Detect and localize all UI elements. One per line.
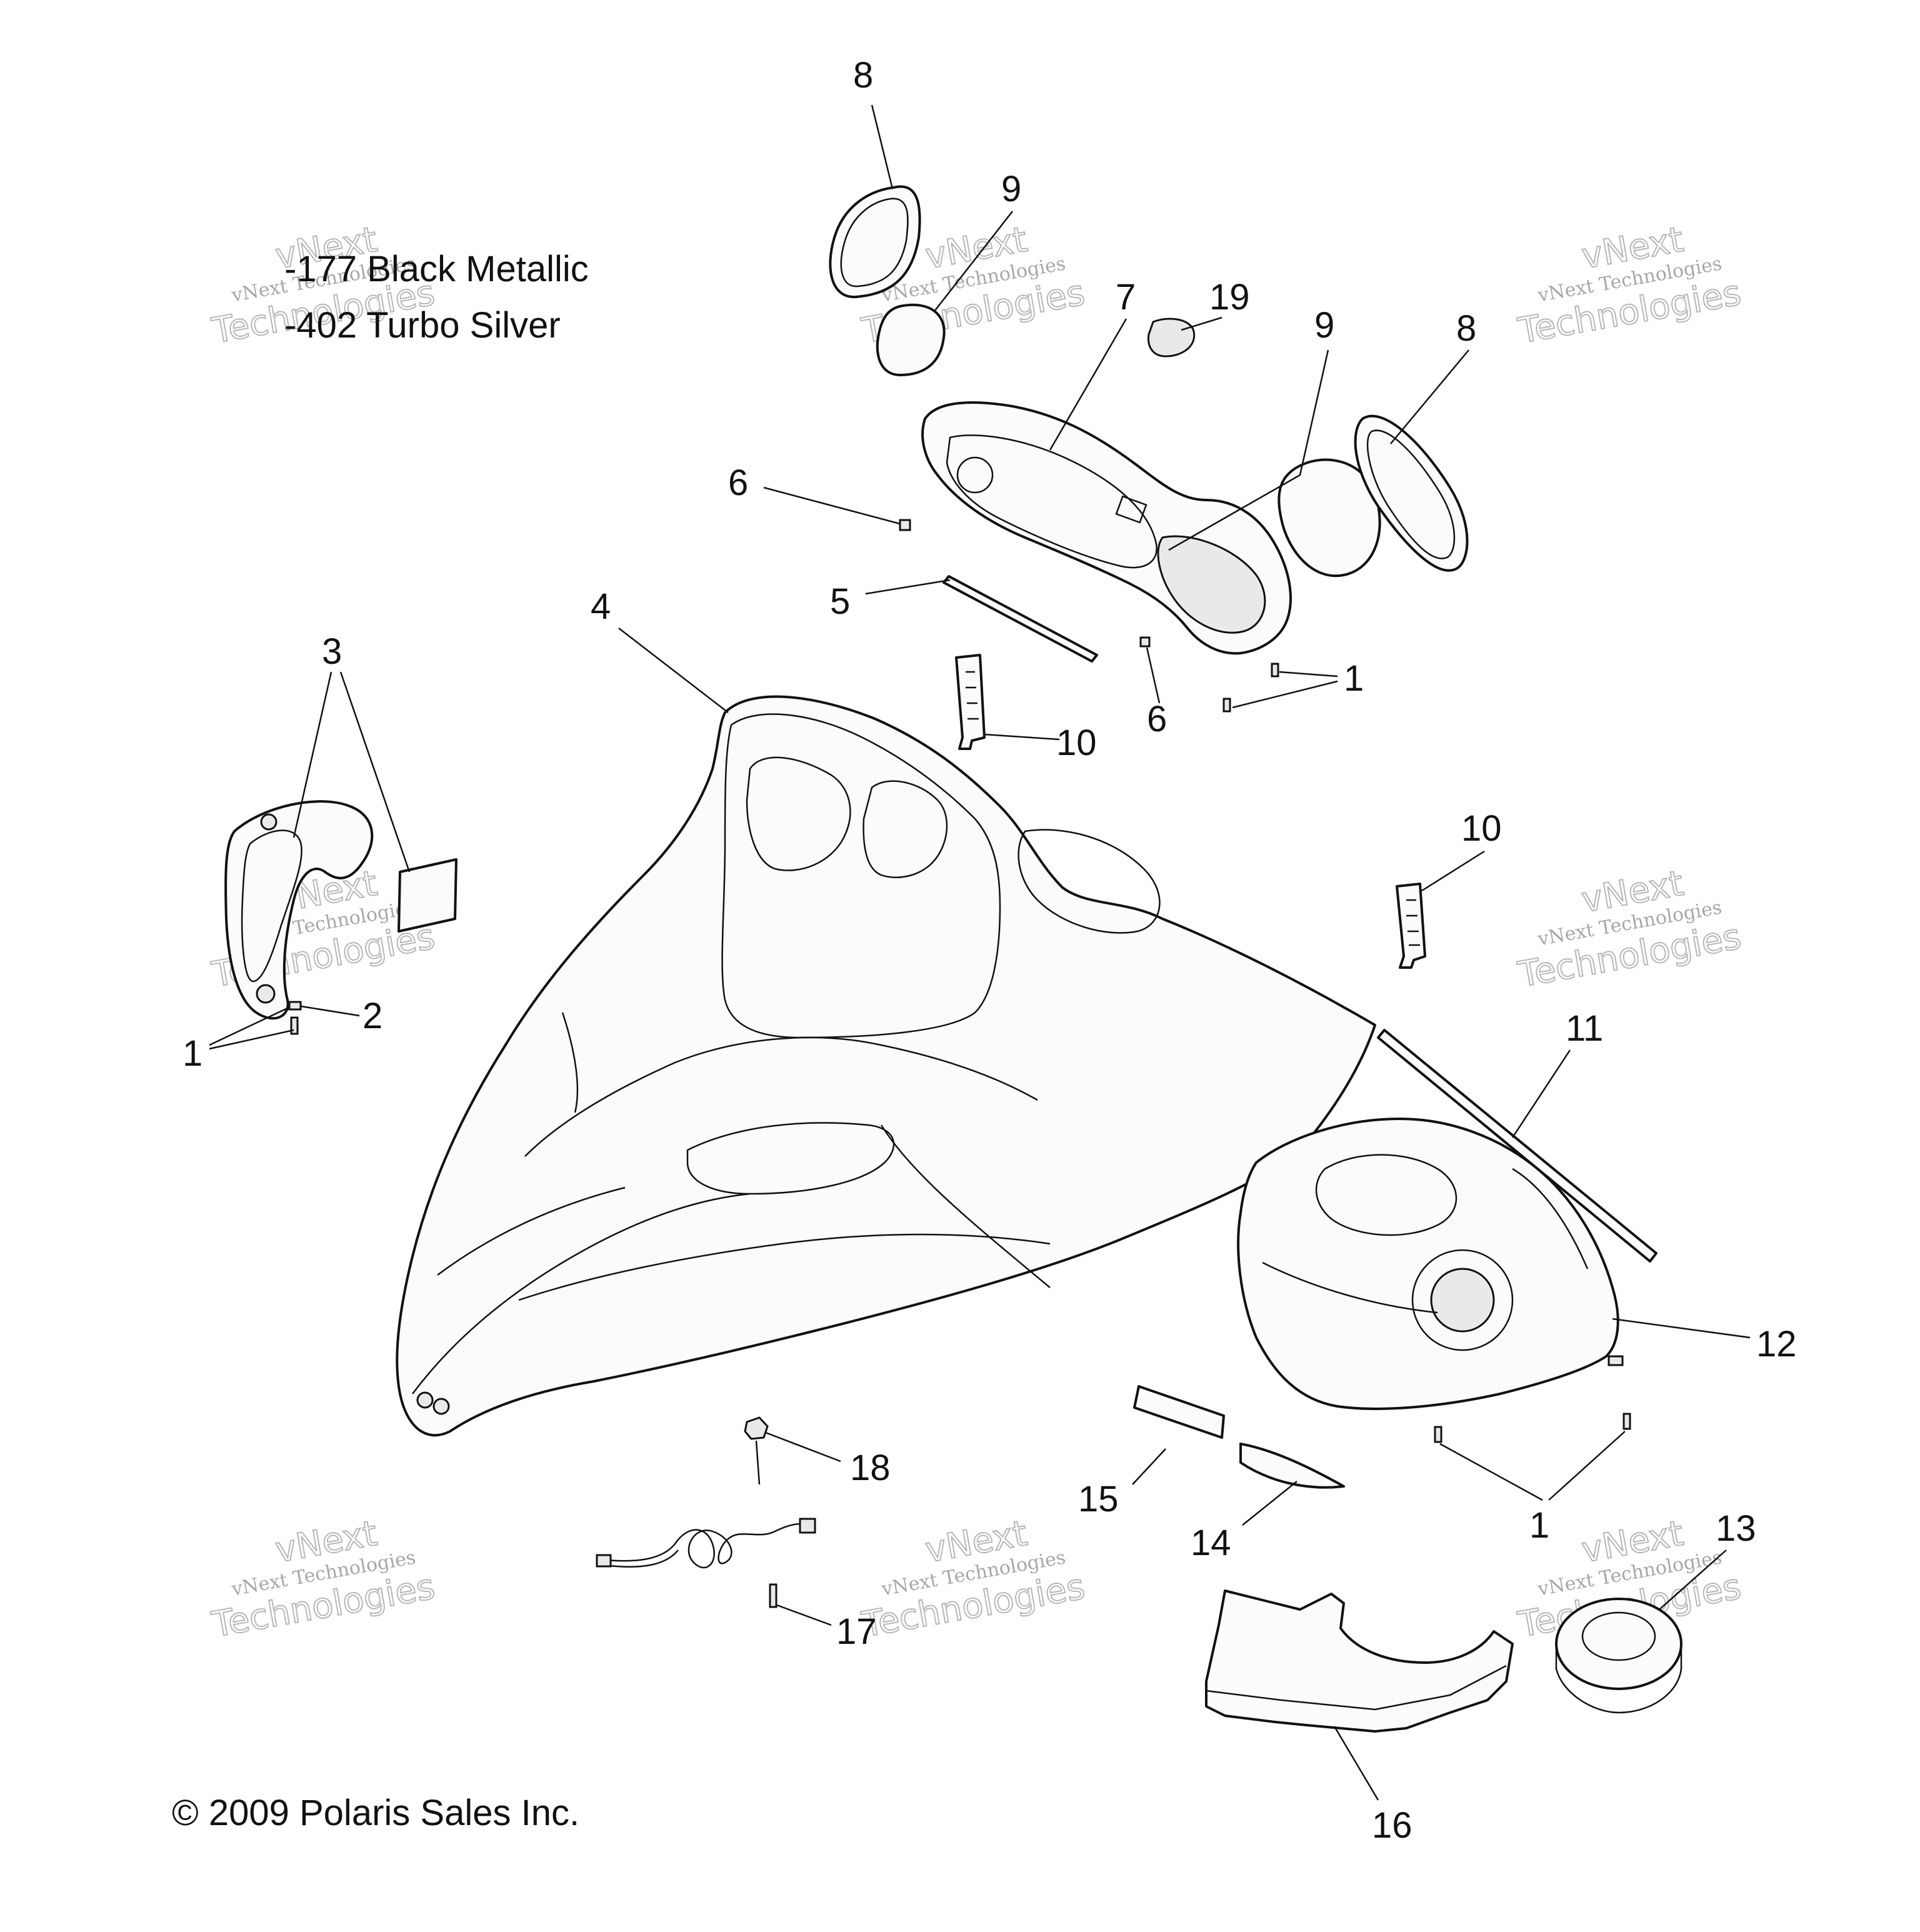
leader-16 [1333, 1726, 1379, 1801]
part-6-screw-upper [899, 519, 911, 531]
copyright: © 2009 Polaris Sales Inc. [172, 1793, 579, 1833]
callout-6-upper: 6 [728, 463, 748, 503]
part-4-hood [396, 695, 1376, 1437]
leader-lines [209, 104, 1751, 1801]
leader-3-b [339, 671, 411, 873]
callout-16: 16 [1372, 1805, 1412, 1846]
leader-9-left [934, 211, 1013, 312]
leader-1-left-b [209, 1029, 294, 1050]
callout-8-right: 8 [1456, 308, 1476, 349]
callout-14: 14 [1191, 1523, 1231, 1563]
part-13-seal [1555, 1598, 1682, 1714]
leader-18 [765, 1431, 841, 1463]
part-3-mirror [224, 800, 374, 1020]
callout-18: 18 [850, 1448, 891, 1488]
leader-12 [1612, 1318, 1751, 1339]
part-18-wire-harness [596, 1518, 816, 1569]
leader-1-gauge-a [1279, 671, 1338, 678]
part-1-fastener-console-b [1622, 1413, 1631, 1430]
callout-6-lower: 6 [1147, 699, 1167, 739]
part-10-clip-upper [955, 654, 986, 750]
part-1-fastener-b [1222, 698, 1231, 713]
callout-19: 19 [1209, 277, 1250, 318]
part-3-decal [398, 858, 458, 933]
callout-3: 3 [322, 631, 342, 672]
callout-2: 2 [362, 996, 382, 1036]
callout-9-right: 9 [1314, 305, 1334, 346]
part-5-trim-strip [942, 575, 1098, 663]
callout-1-console: 1 [1529, 1505, 1549, 1546]
watermark-2: vNext vNext Technologies Technologies [858, 219, 1089, 353]
leader-1-gauge-b [1232, 680, 1338, 709]
callout-5: 5 [830, 581, 850, 622]
watermark-7: vNext vNext Technologies Technologies [208, 1513, 439, 1646]
part-8-bezel-right [1354, 414, 1469, 572]
part-7-gauge-pod [921, 401, 1292, 655]
callout-8-left: 8 [853, 55, 873, 96]
watermark-3: vNext vNext Technologies Technologies [1514, 219, 1745, 353]
part-17-screw [769, 1583, 778, 1608]
callout-11: 11 [1566, 1008, 1603, 1049]
callout-1-gauge: 1 [1344, 658, 1364, 699]
leader-9-right [1168, 349, 1329, 551]
leader-13 [1659, 1549, 1727, 1610]
part-9-lens-left [876, 303, 946, 376]
leader-19 [1181, 316, 1222, 331]
leader-17 [776, 1604, 832, 1626]
part-6-screw-lower [1139, 636, 1151, 648]
leader-11 [1511, 1049, 1571, 1138]
leader-10-upper [984, 733, 1060, 741]
callout-4: 4 [591, 586, 611, 627]
leader-7 [1049, 318, 1128, 451]
part-16-pad [1205, 1589, 1514, 1733]
callout-7: 7 [1116, 277, 1136, 318]
callout-10-upper: 10 [1056, 723, 1097, 763]
part-8-bezel-left [829, 185, 921, 299]
part-9-lens-right [1278, 458, 1381, 578]
part-1-fastener-console-a [1434, 1426, 1442, 1443]
leader-8-left [871, 104, 894, 189]
color-note-black-metallic: -177 Black Metallic [284, 249, 589, 289]
callout-15: 15 [1078, 1479, 1119, 1519]
part-10-clip-right [1396, 883, 1426, 969]
leader-14 [1242, 1481, 1298, 1526]
part-1-fastener-a [1271, 663, 1279, 678]
callout-13: 13 [1716, 1508, 1756, 1549]
callout-9-left: 9 [1001, 169, 1021, 209]
leader-10-right [1421, 850, 1485, 892]
callout-12: 12 [1756, 1324, 1797, 1364]
leader-3-a [292, 671, 332, 838]
leader-6-upper [763, 486, 901, 525]
leader-1-console-a [1439, 1443, 1543, 1501]
part-19-cap [1147, 318, 1196, 358]
leader-8-right [1390, 349, 1469, 444]
part-1-fastener-left [290, 1016, 299, 1035]
leader-6-lower [1146, 647, 1161, 704]
leader-4 [618, 628, 729, 713]
callout-numbers: 8 9 7 19 9 8 6 5 4 3 6 1 10 10 2 1 11 12… [182, 55, 1797, 1846]
watermark-8: vNext vNext Technologies Technologies [858, 1513, 1089, 1646]
part-15-decal [1133, 1385, 1225, 1439]
color-note-turbo-silver: -402 Turbo Silver [284, 305, 561, 346]
leader-15 [1132, 1448, 1166, 1485]
callout-17: 17 [836, 1611, 877, 1652]
part-12-console [1237, 1118, 1624, 1410]
leader-1-console-b [1548, 1431, 1626, 1501]
leader-18-b [755, 1440, 761, 1485]
watermark-6: vNext vNext Technologies Technologies [1514, 863, 1745, 996]
callout-10-right: 10 [1461, 808, 1502, 849]
part-11-trim-strip [1377, 1029, 1658, 1263]
leader-1-left-a [209, 1006, 289, 1046]
part-14-decal [1239, 1443, 1345, 1489]
leader-5 [865, 579, 951, 595]
leader-2 [301, 1005, 360, 1017]
part-2-nut [288, 1001, 302, 1011]
part-18-nut [744, 1416, 769, 1440]
callout-1-left: 1 [182, 1033, 202, 1074]
